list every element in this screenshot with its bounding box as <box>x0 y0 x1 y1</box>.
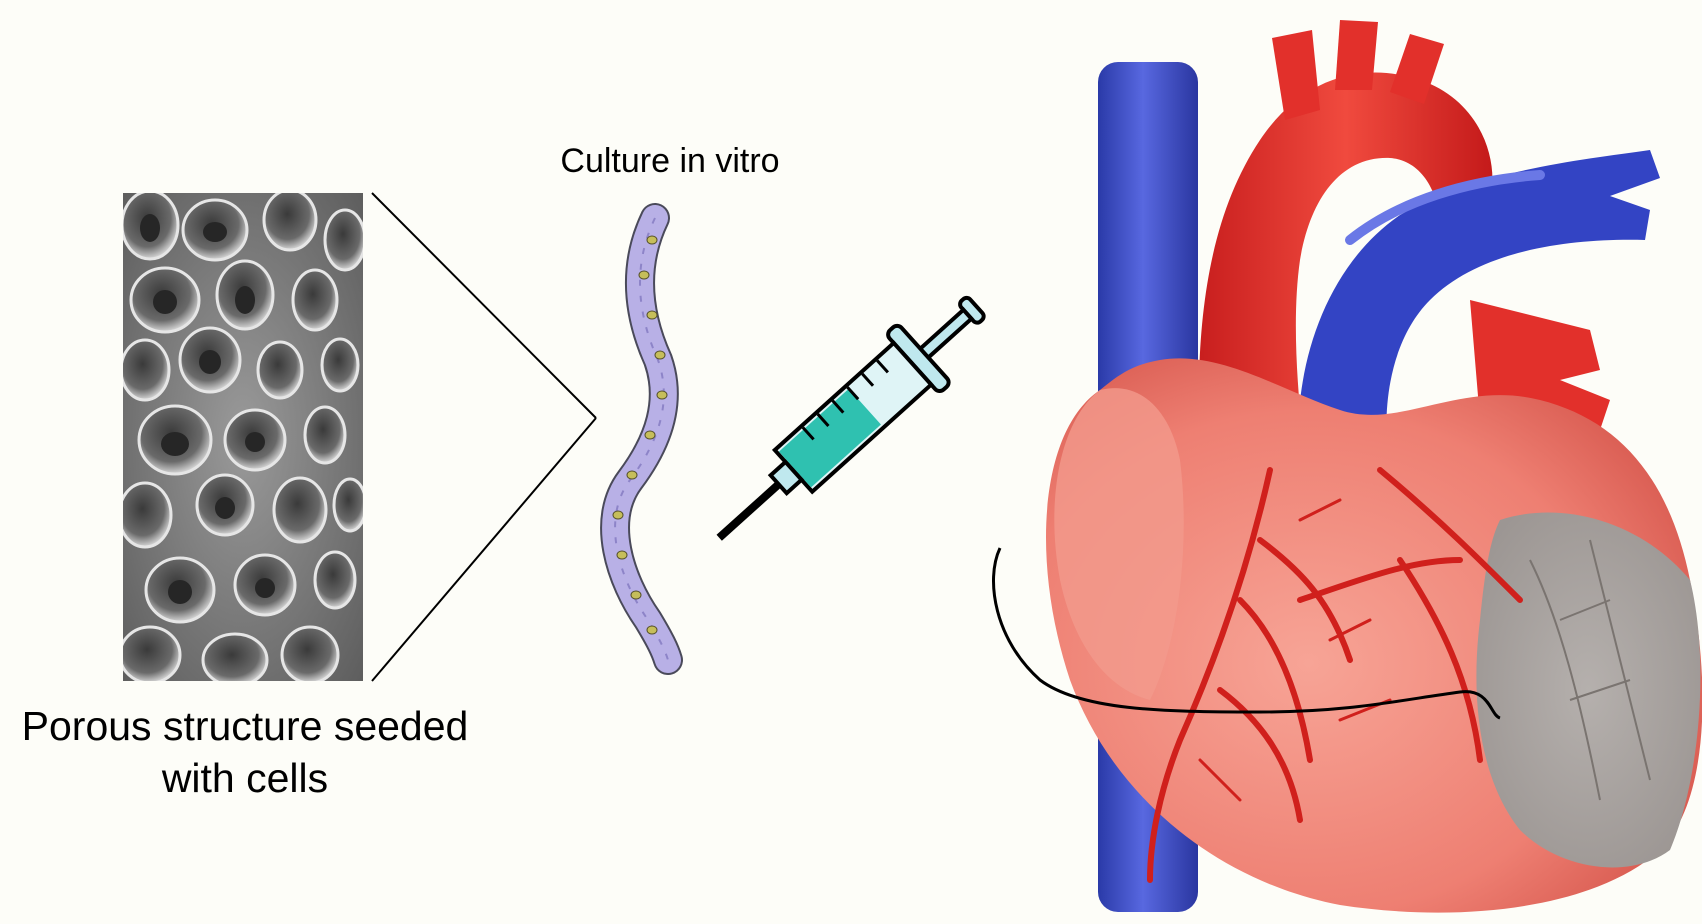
engineered-tissue-strand-icon <box>613 218 668 660</box>
aorta-branch-2 <box>1335 20 1378 90</box>
aorta-branch-1 <box>1272 30 1320 120</box>
porous-label-line-1: Porous structure seeded <box>0 700 490 752</box>
zoom-line-top <box>372 193 596 418</box>
syringe-icon <box>692 277 1003 568</box>
culture-in-vitro-label: Culture in vitro <box>530 142 810 181</box>
heart-illustration <box>1046 20 1702 913</box>
porous-structure-label: Porous structure seeded with cells <box>0 700 490 804</box>
porous-label-line-2: with cells <box>0 752 490 804</box>
infarct-region <box>1476 513 1700 868</box>
porous-scaffold-sem-image <box>119 190 366 686</box>
zoom-line-bottom <box>372 418 596 681</box>
